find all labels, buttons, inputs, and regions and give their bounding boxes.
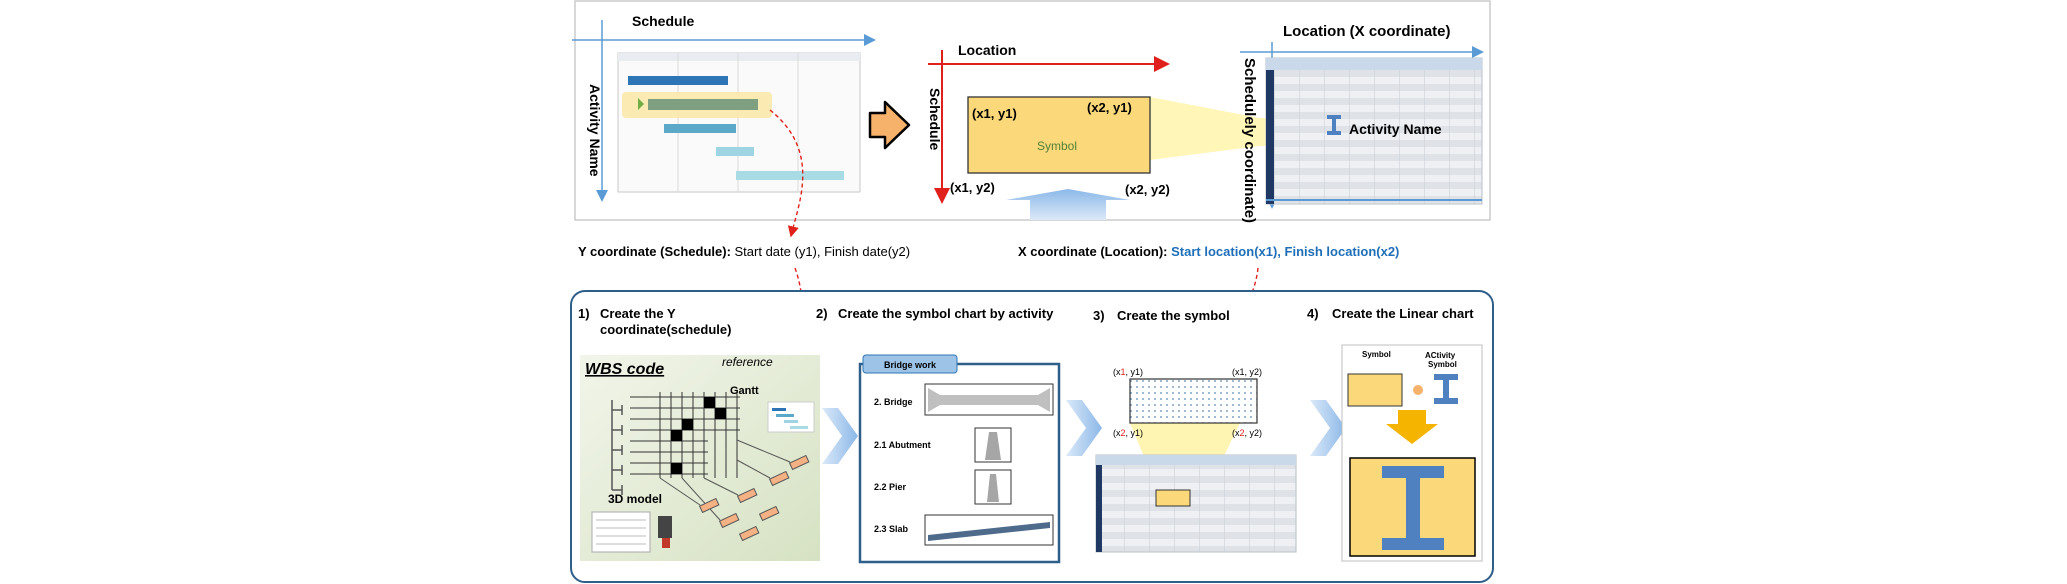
step1-number: 1) bbox=[578, 306, 590, 321]
step-arrow-2-icon bbox=[1066, 400, 1102, 456]
symbol-y-axis-label: Schedule bbox=[927, 88, 943, 150]
corner-x1-y2: (x1, y2) bbox=[950, 180, 995, 195]
step4-activity-symbol-label-2: Symbol bbox=[1428, 360, 1457, 369]
step3-corner-tl: (x1, y1) bbox=[1113, 367, 1143, 377]
step2-symbols bbox=[924, 383, 1054, 546]
flow-arrow-icon bbox=[868, 100, 911, 150]
bridge-work-label: Bridge work bbox=[884, 360, 937, 370]
step3-corner-br-a: (x bbox=[1232, 428, 1240, 438]
step4-activity-symbol-label-1: ACtivity bbox=[1425, 351, 1456, 360]
step2-title: Create the symbol chart by activity bbox=[838, 306, 1054, 321]
row-bridge: 2. Bridge bbox=[874, 397, 913, 407]
symbol-box bbox=[967, 96, 1151, 174]
step3-corner-tl-b: 1 bbox=[1121, 367, 1126, 377]
y-coordinate-prefix: Y coordinate (Schedule): bbox=[578, 244, 735, 259]
step3-corner-tr: (x1, y2) bbox=[1232, 367, 1262, 377]
step3-title: Create the symbol bbox=[1117, 308, 1230, 323]
3d-model-label: 3D model bbox=[608, 492, 662, 506]
symbol-label: Symbol bbox=[1037, 139, 1077, 153]
step3-corner-br-c: , y2) bbox=[1245, 428, 1263, 438]
step1-title-line1: Create the Y bbox=[600, 306, 676, 321]
step4-title: Create the Linear chart bbox=[1332, 306, 1474, 321]
step3-corner-bl-c: , y1) bbox=[1126, 428, 1144, 438]
red-connector-ycoord bbox=[779, 267, 803, 394]
x-coordinate-prefix: X coordinate (Location): bbox=[1018, 244, 1171, 259]
activity-name-label: Activity Name bbox=[1349, 121, 1442, 137]
gantt-y-axis-label: Activity Name bbox=[587, 84, 603, 177]
corner-x1-y1: (x1, y1) bbox=[972, 106, 1017, 121]
y-coordinate-text: Start date (y1), Finish date(y2) bbox=[735, 244, 911, 259]
linear-x-axis-label: Location (X coordinate) bbox=[1283, 23, 1451, 40]
step3-corner-tl-a: (x bbox=[1113, 367, 1121, 377]
bridge-work-header bbox=[862, 354, 958, 374]
row-slab: 2.3 Slab bbox=[874, 524, 909, 534]
step1-wbs-image bbox=[580, 355, 820, 561]
wbs-code-label: WBS code bbox=[585, 361, 664, 378]
gantt-x-axis-label: Schedule bbox=[632, 13, 694, 29]
x-coordinate-caption: X coordinate (Location): Start location(… bbox=[1018, 244, 1399, 259]
up-arrow-icon bbox=[1006, 189, 1130, 220]
step1-title-line2: coordinate(schedule) bbox=[600, 322, 731, 337]
linear-y-axis-label: Schedulely coordinate) bbox=[1241, 58, 1258, 223]
gantt-label: Gantt bbox=[730, 385, 759, 397]
step4-linear-sketch bbox=[1347, 373, 1476, 557]
step4-symbol-label: Symbol bbox=[1362, 350, 1391, 359]
row-abutment: 2.1 Abutment bbox=[874, 440, 931, 450]
step3-corner-bl-a: (x bbox=[1113, 428, 1121, 438]
step4-number: 4) bbox=[1307, 306, 1319, 321]
symbol-x-axis-label: Location bbox=[958, 42, 1016, 58]
gantt-sketch bbox=[572, 20, 876, 202]
step3-corner-bl: (x2, y1) bbox=[1113, 428, 1143, 438]
y-coordinate-caption: Y coordinate (Schedule): Start date (y1)… bbox=[578, 244, 910, 259]
step3-corner-tl-c: , y1) bbox=[1126, 367, 1144, 377]
linear-chart-sketch bbox=[1240, 42, 1484, 209]
step2-number: 2) bbox=[816, 306, 828, 321]
row-pier: 2.2 Pier bbox=[874, 482, 907, 492]
red-connector-gantt bbox=[769, 109, 804, 238]
step-arrow-3-icon bbox=[1310, 400, 1346, 456]
corner-x2-y2: (x2, y2) bbox=[1125, 182, 1170, 197]
step3-number: 3) bbox=[1093, 308, 1105, 323]
symbol-projection-beam bbox=[1150, 97, 1300, 160]
reference-label: reference bbox=[722, 355, 773, 369]
symbol-axes bbox=[928, 50, 1170, 204]
corner-x2-y1: (x2, y1) bbox=[1087, 100, 1132, 115]
step3-symbol-sketch bbox=[1095, 378, 1297, 553]
step3-corner-br-b: 2 bbox=[1240, 428, 1245, 438]
x-coordinate-text: Start location(x1), Finish location(x2) bbox=[1171, 244, 1399, 259]
step-arrow-1-icon bbox=[822, 408, 858, 464]
step3-corner-br: (x2, y2) bbox=[1232, 428, 1262, 438]
step3-corner-bl-b: 2 bbox=[1121, 428, 1126, 438]
